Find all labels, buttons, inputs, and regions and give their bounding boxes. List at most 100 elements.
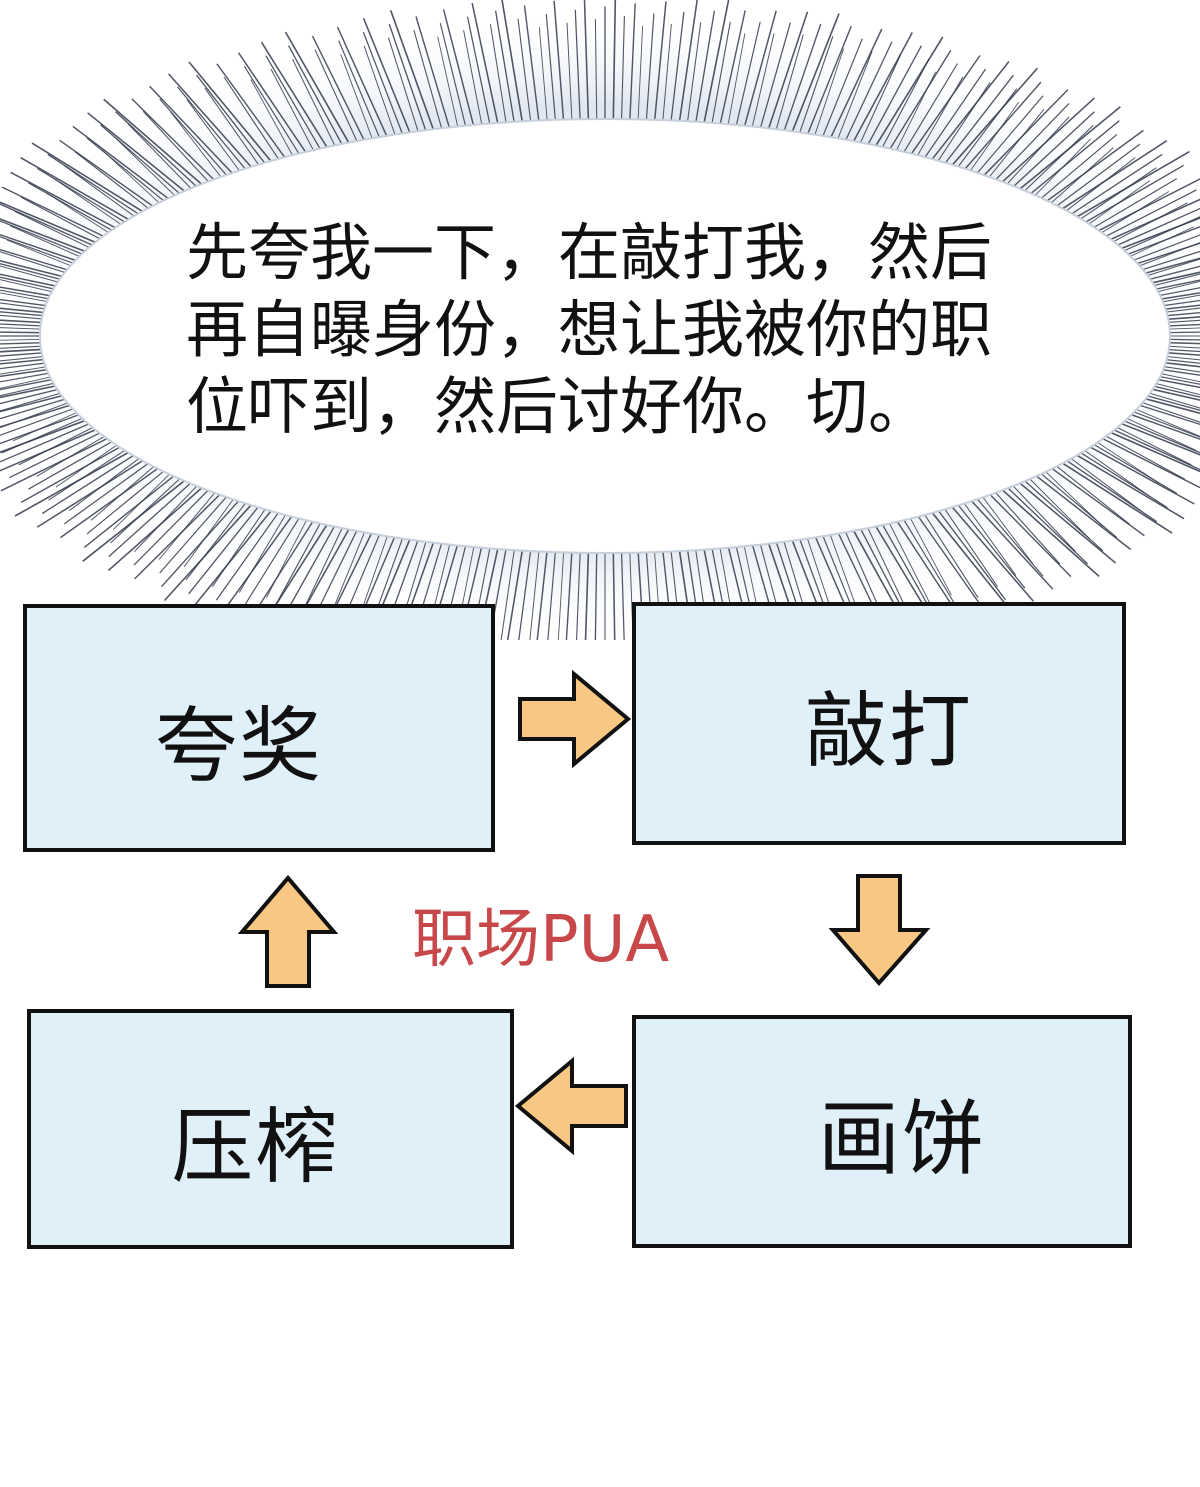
burst-line: [1066, 448, 1185, 520]
burst-line: [939, 502, 999, 587]
burst-line: [168, 73, 258, 174]
burst-line: [83, 469, 183, 548]
burst-line: [142, 110, 216, 189]
burst-line: [87, 112, 193, 199]
center-label: 职场PUA: [412, 903, 670, 977]
burst-line: [437, 36, 460, 134]
burst-line: [0, 382, 71, 399]
burst-line: [669, 11, 685, 128]
burst-line: [557, 545, 565, 640]
burst-line: [500, 543, 516, 640]
burst-line: [906, 511, 952, 596]
burst-line: [0, 233, 90, 266]
burst-line: [10, 171, 127, 235]
burst-line: [1137, 385, 1200, 401]
burst-line: [899, 513, 959, 609]
burst-line: [1022, 120, 1120, 201]
burst-line: [54, 178, 131, 232]
burst-line: [9, 426, 112, 479]
burst-line: [0, 366, 64, 378]
burst-line: [36, 453, 153, 528]
burst-line: [489, 24, 508, 129]
burst-line: [292, 58, 339, 153]
burst-line: [159, 98, 233, 183]
burst-line: [0, 273, 71, 290]
burst-line: [196, 74, 271, 170]
burst-line: [1130, 394, 1200, 415]
burst-line: [1011, 476, 1117, 564]
burst-line: [1017, 474, 1104, 552]
burst-line: [885, 516, 932, 606]
burst-line: [133, 483, 216, 566]
burst-line: [1094, 429, 1186, 480]
burst-line: [789, 13, 840, 139]
burst-line: [0, 357, 61, 365]
burst-line: [718, 10, 746, 131]
burst-line: [653, 1, 667, 127]
burst-line: [536, 545, 549, 640]
burst-line: [971, 492, 1044, 577]
burst-line: [243, 65, 304, 161]
node-squeeze: 压榨: [27, 1009, 514, 1249]
burst-line: [892, 71, 937, 158]
burst-line: [170, 111, 227, 185]
burst-line: [1105, 421, 1192, 466]
burst-line: [899, 63, 959, 159]
burst-line: [1062, 153, 1163, 221]
burst-line: [0, 403, 87, 436]
burst-line: [594, 19, 598, 126]
burst-line: [112, 466, 177, 530]
burst-line: [100, 124, 188, 201]
burst-line: [677, 0, 698, 128]
node-praise-label: 夸奖: [154, 698, 323, 794]
burst-line: [1057, 454, 1158, 523]
burst-line: [0, 319, 58, 325]
burst-line: [265, 55, 325, 156]
burst-line: [0, 341, 58, 345]
burst-line: [314, 49, 361, 148]
burst-line: [1, 412, 96, 454]
burst-line: [0, 391, 77, 413]
burst-line: [1043, 461, 1145, 537]
burst-line: [0, 323, 58, 328]
burst-line: [0, 263, 75, 284]
burst-line: [750, 33, 775, 134]
burst-line: [1150, 312, 1200, 318]
burst-line: [1151, 316, 1200, 322]
burst-line: [183, 492, 239, 568]
burst-line: [72, 125, 177, 206]
burst-line: [1117, 409, 1200, 440]
burst-line: [0, 220, 96, 260]
burst-line: [36, 429, 116, 477]
burst-line: [270, 68, 318, 158]
burst-line: [0, 218, 99, 257]
burst-lines: [0, 0, 1200, 640]
burst-line: [919, 68, 987, 165]
burst-line: [977, 490, 1034, 564]
burst-line: [363, 45, 398, 142]
burst-line: [1114, 412, 1197, 452]
burst-line: [177, 86, 252, 176]
burst-line: [1027, 469, 1132, 551]
burst-line: [1048, 143, 1141, 213]
burst-line: [1075, 443, 1151, 498]
speech-line-2: 再自曝身份，想让我被你的职: [186, 293, 993, 366]
burst-line: [37, 167, 135, 229]
node-beat-label: 敲打: [804, 684, 973, 779]
burst-line: [952, 88, 1018, 174]
burst-line: [288, 45, 346, 151]
burst-line: [913, 509, 986, 612]
burst-line: [849, 32, 913, 149]
burst-line: [0, 289, 65, 303]
burst-line: [74, 151, 158, 216]
burst-line: [108, 476, 199, 558]
burst-line: [1091, 432, 1200, 489]
burst-line: [1149, 357, 1200, 364]
burst-line: [1140, 279, 1200, 293]
burst-line: [1098, 426, 1200, 473]
burst-line: [1027, 138, 1092, 203]
burst-line: [413, 29, 445, 136]
burst-line: [959, 496, 1017, 576]
burst-line: [0, 418, 102, 463]
